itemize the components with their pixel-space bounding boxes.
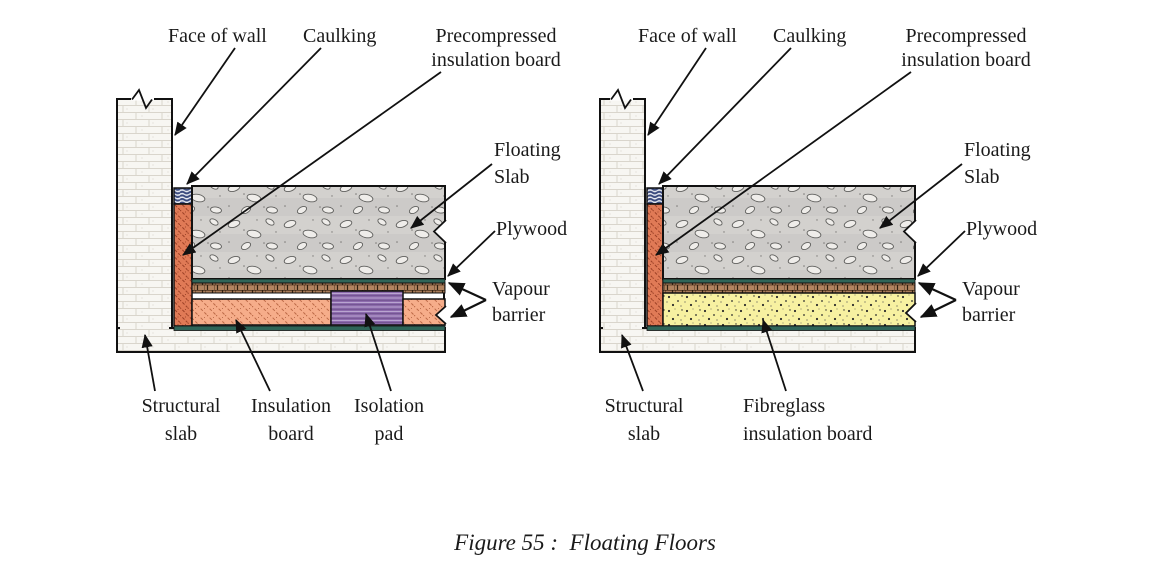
fibreglass-break-symbol xyxy=(904,302,917,323)
left-insulation-board-block xyxy=(191,298,332,326)
left-plywood-block xyxy=(191,282,446,294)
slab-break-symbol xyxy=(902,219,917,244)
right-vapour-barrier-upper-arrow xyxy=(917,282,957,301)
wall-break-symbol xyxy=(131,88,153,110)
right-precompressed-board-block xyxy=(646,203,664,327)
right-fibreglass-arrow xyxy=(761,318,787,392)
right-caulking-arrow xyxy=(658,47,792,185)
left-insulation-board-label: Insulation board xyxy=(251,395,331,445)
right-diagram xyxy=(599,88,917,353)
right-face-of-wall-label: Face of wall xyxy=(638,25,737,47)
left-floating-slab-block xyxy=(191,185,446,280)
left-vapour-barrier-upper-arrow xyxy=(447,282,487,301)
slab-break-symbol xyxy=(432,219,447,244)
left-vapour-barrier-upper xyxy=(191,278,446,284)
left-vapour-barrier-label: Vapour barrier xyxy=(492,278,550,326)
left-caulking-label: Caulking xyxy=(303,25,377,47)
right-structural-slab-arrow xyxy=(621,333,644,392)
right-floating-slab-arrow xyxy=(879,163,963,229)
fibreglass-break-mask xyxy=(906,303,917,322)
left-insulation-board-arrow xyxy=(235,318,271,392)
left-precompressed-arrow xyxy=(182,71,442,256)
left-isolation-pad-arrow xyxy=(364,312,392,392)
left-floating-slab-label: Floating Slab xyxy=(494,139,561,188)
left-caulking-arrow xyxy=(186,47,322,185)
left-diagram xyxy=(116,88,447,353)
left-precompressed-label: Precompressed insulation board xyxy=(431,25,561,71)
right-precompressed-label: Precompressed insulation board xyxy=(901,25,1031,71)
right-floating-slab-label: Floating Slab xyxy=(964,139,1031,188)
wall-slab-seam xyxy=(120,326,169,331)
insulation-break-symbol xyxy=(434,305,447,325)
left-caulking-block xyxy=(173,187,193,205)
wall-slab-seam xyxy=(603,326,642,331)
right-plywood-block xyxy=(662,282,916,294)
left-isolation-pad-label: Isolation pad xyxy=(354,395,424,445)
right-plywood-arrow xyxy=(917,230,966,277)
right-caulking-label: Caulking xyxy=(773,25,847,47)
slab-break-mask xyxy=(434,220,447,243)
right-vapour-barrier-upper xyxy=(662,278,916,284)
wall-slab-seam xyxy=(168,330,174,350)
left-vapour-barrier-lower-arrow xyxy=(449,299,487,318)
left-structural-slab-label: Structural slab xyxy=(141,395,221,445)
right-vapour-barrier-lower xyxy=(646,325,916,331)
left-floating-slab-arrow xyxy=(410,163,493,229)
right-vapour-barrier-label: Vapour barrier xyxy=(962,278,1020,326)
right-structural-slab-label: Structural slab xyxy=(604,395,684,445)
left-face-of-wall-label: Face of wall xyxy=(168,25,267,47)
right-structural-wall-and-slab xyxy=(599,88,916,353)
slab-break-mask xyxy=(904,220,917,243)
left-face-of-wall-arrow xyxy=(174,47,236,136)
left-structural-wall-and-slab xyxy=(116,88,446,353)
left-vapour-barrier-lower xyxy=(173,325,446,331)
figure-caption: Figure 55 : Floating Floors xyxy=(454,530,716,555)
wall-slab-seam xyxy=(641,330,647,350)
left-precompressed-board-block xyxy=(173,203,193,327)
right-caulking-block xyxy=(646,187,664,205)
insulation-break-mask xyxy=(436,306,447,324)
right-fibreglass-block xyxy=(662,292,916,327)
left-structural-slab-arrow xyxy=(141,333,156,392)
right-plywood-label: Plywood xyxy=(966,218,1038,240)
left-plywood-arrow xyxy=(447,230,496,277)
right-precompressed-arrow xyxy=(655,71,912,256)
right-floating-slab-block xyxy=(662,185,916,280)
right-vapour-barrier-lower-arrow xyxy=(919,299,957,318)
right-face-of-wall-arrow xyxy=(647,47,707,136)
left-plywood-label: Plywood xyxy=(496,218,568,240)
right-fibreglass-label: Fibreglass insulation board xyxy=(743,395,873,445)
wall-break-symbol xyxy=(610,88,632,110)
leader-arrows xyxy=(141,47,966,392)
